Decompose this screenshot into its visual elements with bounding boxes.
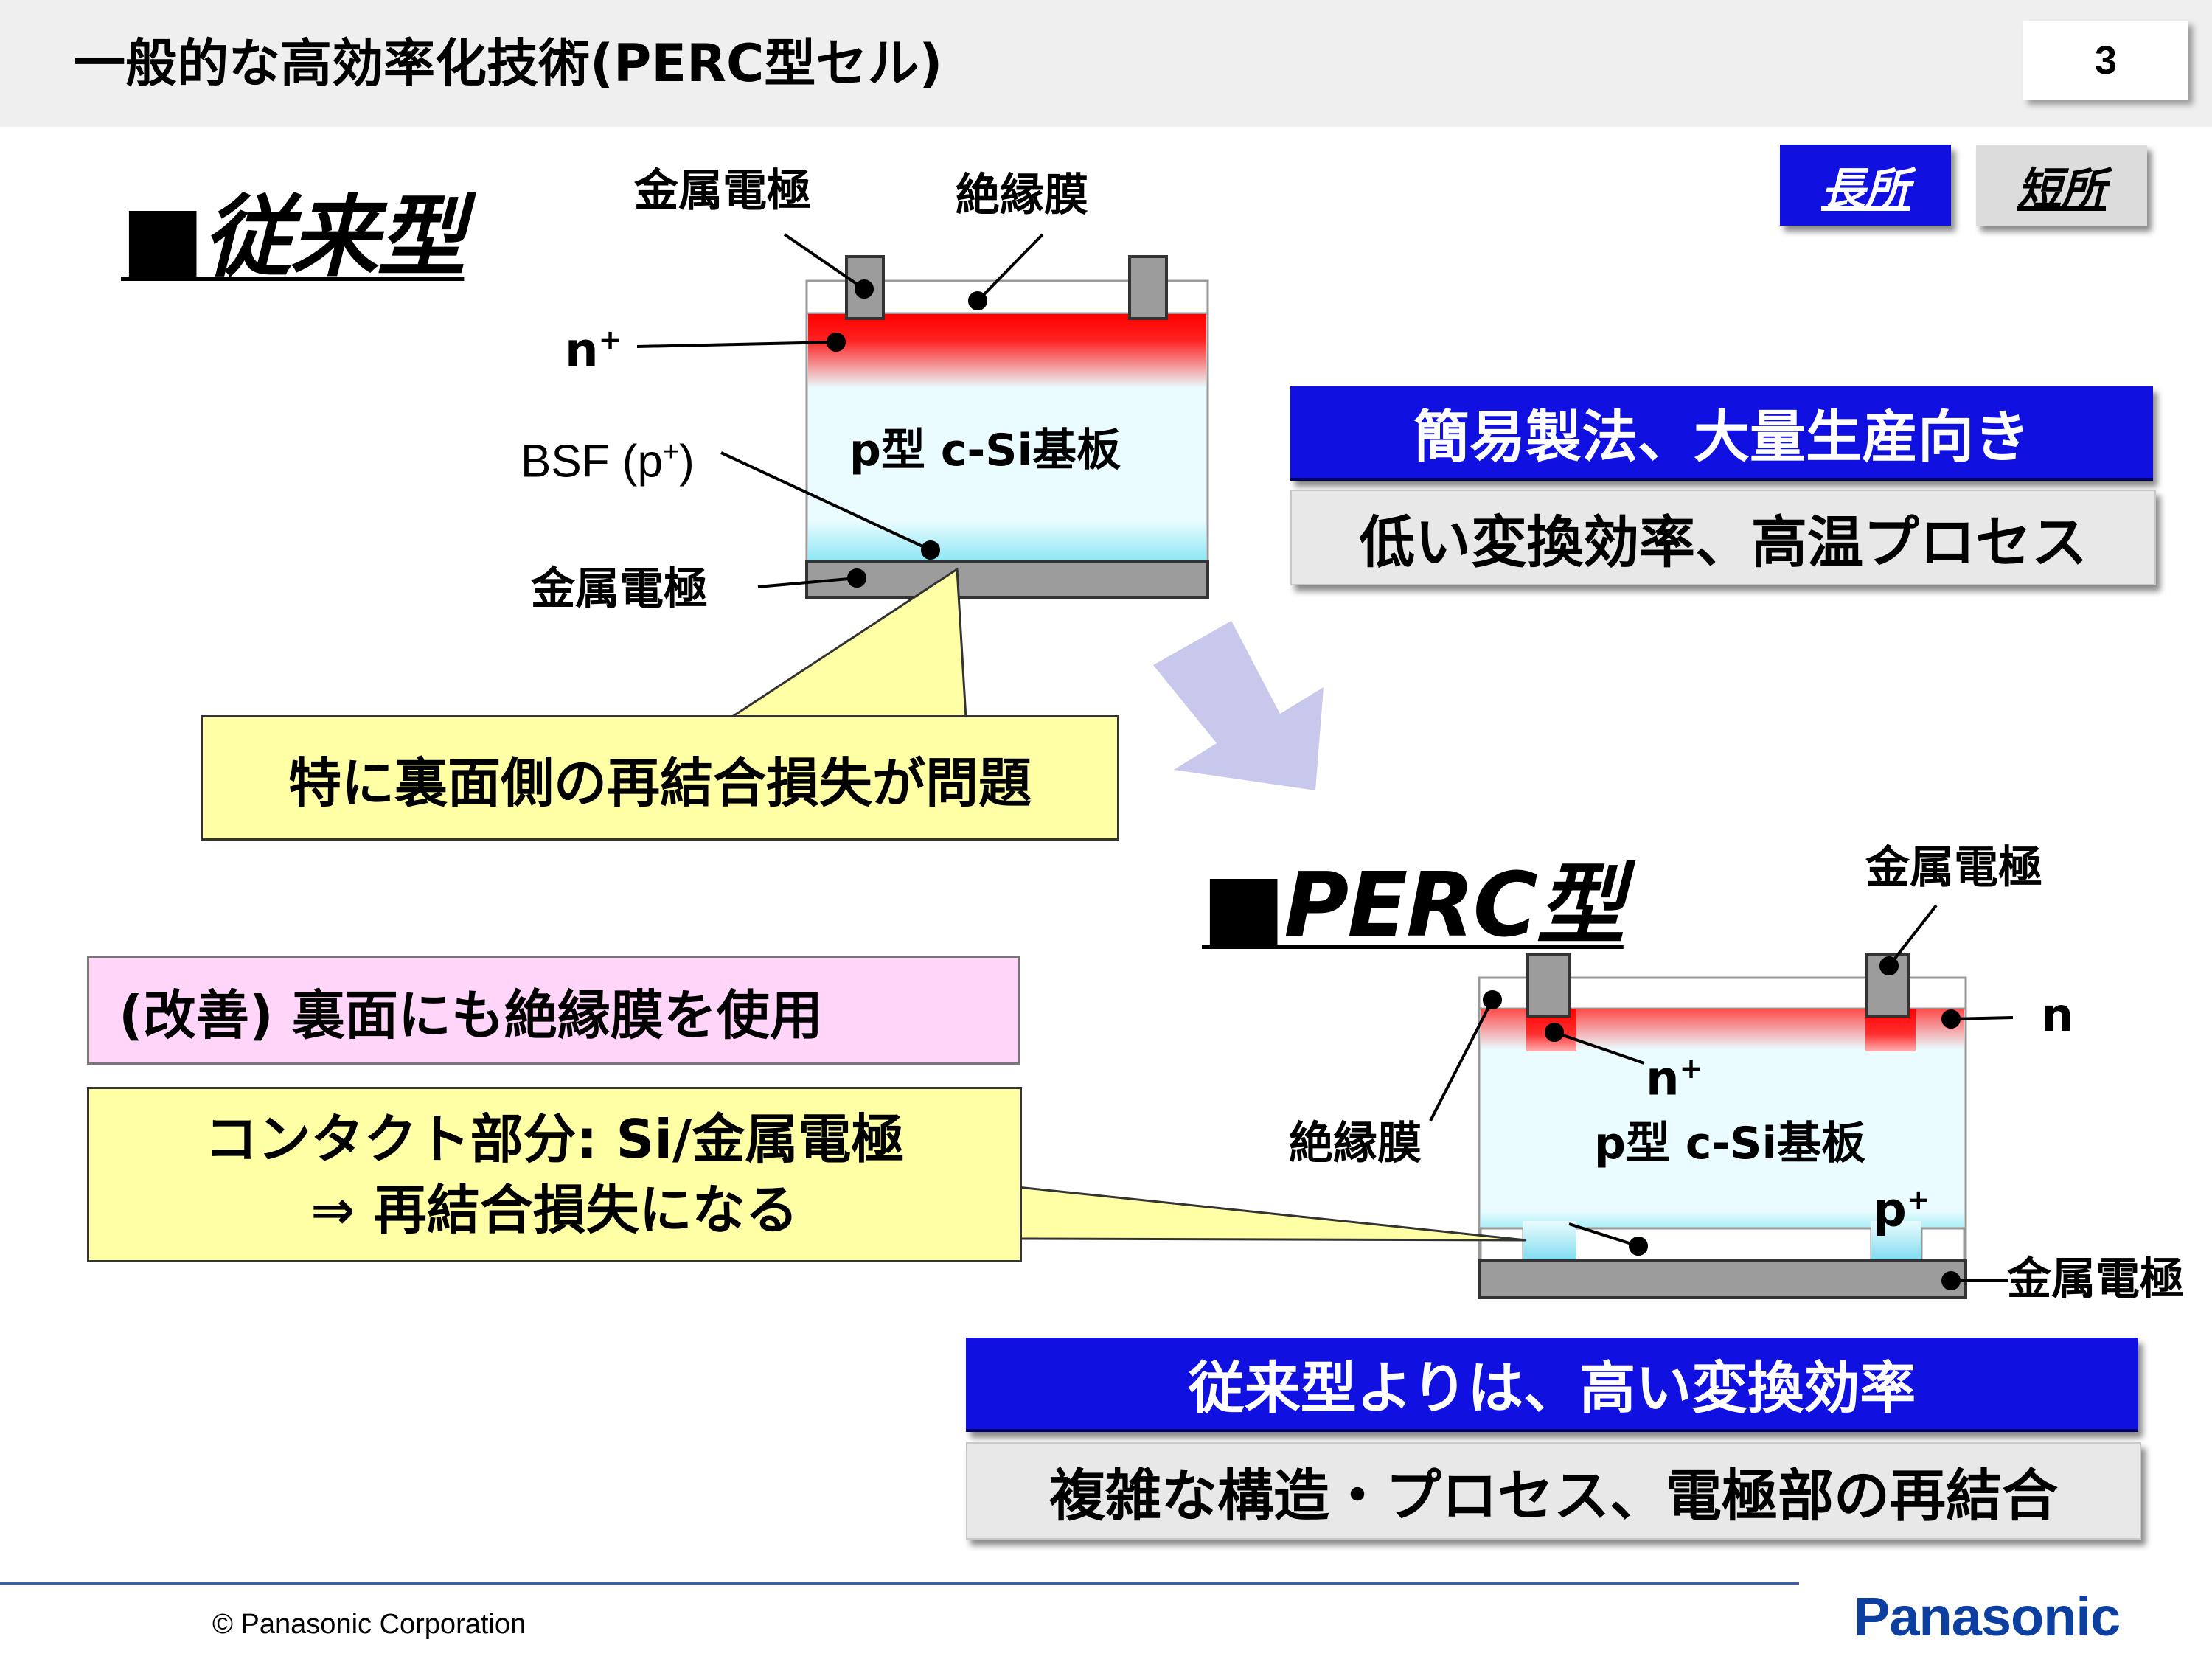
header-band xyxy=(0,0,2212,127)
footer-divider xyxy=(0,1582,1799,1585)
conv-bsf-layer xyxy=(808,521,1206,562)
perc-bottom-electrode xyxy=(1478,1259,1967,1299)
perc-label-substrate: p型 c-Si基板 xyxy=(1594,1118,1866,1169)
perc-rear-film-left xyxy=(1479,1227,1525,1262)
conv-label-substrate: p型 c-Si基板 xyxy=(849,425,1121,476)
conv-con-bar: 低い変換効率、高温プロセス xyxy=(1290,490,2156,585)
conv-bottom-electrode xyxy=(805,560,1209,599)
conv-pro-bar: 簡易製法、大量生産向き xyxy=(1290,386,2153,481)
perc-rear-film xyxy=(1529,1227,1873,1262)
conventional-heading: ■従来型 xyxy=(121,187,465,289)
conv-callout: 特に裏面側の再結合損失が問題 xyxy=(201,715,1119,841)
conv-label-top-electrode: 金属電極 xyxy=(634,165,811,217)
perc-label-n: n xyxy=(2041,988,2074,1042)
contact-callout: コンタクト部分: Si/金属電極 ⇒ 再結合損失になる xyxy=(87,1087,1022,1262)
copyright: © Panasonic Corporation xyxy=(212,1609,526,1640)
panasonic-logo: Panasonic xyxy=(1854,1586,2121,1647)
pros-tag: 長所 xyxy=(1780,145,1951,226)
perc-heading: ■PERC型 xyxy=(1202,855,1625,957)
cons-tag: 短所 xyxy=(1976,145,2147,226)
page-number: 3 xyxy=(2023,21,2188,100)
perc-p-plus-contact-left xyxy=(1523,1221,1576,1261)
conv-label-n-plus: n+ xyxy=(565,323,622,378)
improvement-box: (改善) 裏面にも絶縁膜を使用 xyxy=(87,956,1020,1065)
perc-label-n-plus: n+ xyxy=(1646,1051,1703,1107)
perc-top-electrode-left xyxy=(1526,953,1571,1018)
contact-callout-pointer xyxy=(1016,1186,1527,1242)
contact-callout-line1: コンタクト部分: Si/金属電極 xyxy=(204,1108,905,1170)
perc-cell xyxy=(1429,904,2014,1299)
conv-label-insulating-film: 絶縁膜 xyxy=(956,170,1088,221)
perc-label-p-plus: p+ xyxy=(1873,1183,1930,1238)
perc-label-insulating-film: 絶縁膜 xyxy=(1289,1118,1422,1169)
transition-arrow xyxy=(1153,621,1324,790)
perc-p-plus-contact-right xyxy=(1871,1221,1921,1261)
conv-top-electrode-right xyxy=(1128,255,1168,320)
perc-label-top-electrode: 金属電極 xyxy=(1865,842,2042,894)
conv-n-plus-layer xyxy=(808,314,1206,388)
contact-callout-line2: ⇒ 再結合損失になる xyxy=(310,1179,799,1241)
perc-con-bar: 複雑な構造・プロセス、電極部の再結合 xyxy=(966,1442,2141,1540)
conv-label-bottom-electrode: 金属電極 xyxy=(531,563,708,615)
conv-label-bsf: BSF (p+) xyxy=(521,436,695,487)
perc-label-bottom-electrode: 金属電極 xyxy=(2007,1253,2184,1305)
conventional-cell xyxy=(636,233,1209,599)
page-title: 一般的な高効率化技術(PERC型セル) xyxy=(74,33,943,94)
perc-pro-bar: 従来型よりは、高い変換効率 xyxy=(966,1338,2138,1432)
